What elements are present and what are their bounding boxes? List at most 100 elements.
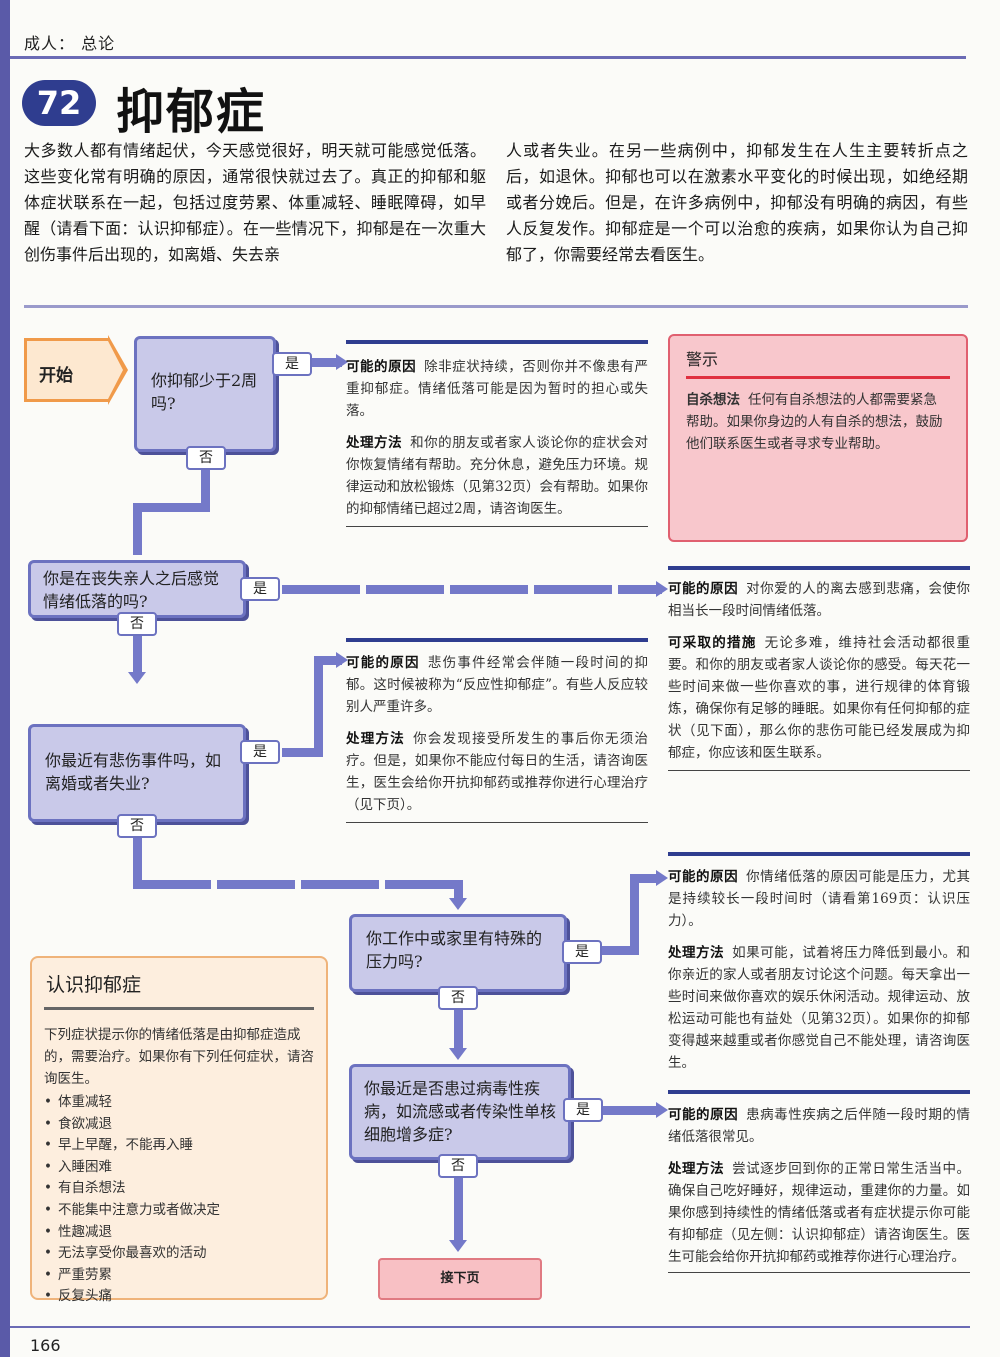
left-margin-bar bbox=[0, 0, 10, 1357]
section-divider bbox=[24, 305, 968, 308]
arrow-right-icon bbox=[336, 652, 348, 668]
intro-paragraph-left: 大多数人都有情绪起伏，今天感觉很好，明天就可能感觉低落。这些变化常有明确的原因，… bbox=[24, 141, 486, 264]
connector bbox=[454, 880, 463, 900]
connector bbox=[454, 1178, 463, 1242]
cause-text: 你情绪低落的原因可能是压力，尤其是持续较长一段时间时（请看第169页：认识压力）… bbox=[668, 869, 970, 929]
connector bbox=[630, 874, 658, 883]
action-label: 处理方法 bbox=[668, 1161, 725, 1177]
cause-label: 可能的原因 bbox=[346, 359, 417, 375]
connector bbox=[282, 748, 322, 757]
answer-2: 可能的原因对你爱的人的离去感到悲痛，会使你相当长一段时间情绪低落。 可采取的措施… bbox=[668, 566, 970, 771]
dashed-connector bbox=[282, 585, 662, 594]
cause-text: 对你爱的人的离去感到悲痛，会使你相当长一段时间情绪低落。 bbox=[668, 581, 970, 619]
question-4-text: 你工作中或家里有特殊的压力吗? bbox=[366, 929, 543, 971]
list-item: 入睡困难 bbox=[44, 1157, 314, 1179]
question-1-text: 你抑郁少于2周吗? bbox=[151, 371, 258, 413]
action-text: 和你的朋友或者家人谈论你的症状会对你恢复情绪有帮助。充分休息，避免压力环境。规律… bbox=[346, 435, 649, 517]
list-item: 严重劳累 bbox=[44, 1265, 314, 1287]
action-text: 你会发现接受所发生的事后你无须治疗。但是，如果你不能应付每日的生活，请咨询医生，… bbox=[346, 731, 649, 813]
list-item: 早上早醒，不能再入睡 bbox=[44, 1135, 314, 1157]
yes-label: 是 bbox=[562, 940, 602, 964]
arrow-right-icon bbox=[656, 581, 668, 597]
cause-text: 除非症状持续，否则你并不像患有严重抑郁症。情绪低落可能是因为暂时的担心或失落。 bbox=[346, 359, 648, 419]
connector bbox=[306, 358, 342, 367]
connector bbox=[133, 838, 142, 884]
yes-label: 是 bbox=[563, 1098, 603, 1122]
connector bbox=[201, 468, 210, 506]
answer-5: 可能的原因患病毒性疾病之后伴随一段时期的情绪低落很常见。 处理方法尝试逐步回到你… bbox=[668, 1090, 970, 1273]
question-2: 你是在丧失亲人之后感觉情绪低落的吗? bbox=[28, 560, 246, 618]
start-arrow-fill bbox=[108, 341, 123, 399]
footer-rule bbox=[10, 1326, 970, 1328]
arrow-right-icon bbox=[656, 870, 668, 886]
next-page-box: 接下页 bbox=[378, 1258, 542, 1300]
connector bbox=[133, 503, 210, 512]
list-item: 不能集中注意力或者做决定 bbox=[44, 1200, 314, 1222]
question-3-text: 你最近有悲伤事件吗，如离婚或者失业? bbox=[45, 751, 222, 793]
question-5-text: 你最近是否患过病毒性疾病，如流感或者传染性单核细胞增多症? bbox=[364, 1079, 557, 1144]
arrow-down-icon bbox=[449, 898, 467, 910]
arrow-down-icon bbox=[449, 1240, 467, 1252]
connector bbox=[314, 660, 323, 757]
action-label: 处理方法 bbox=[346, 731, 406, 747]
header-rule bbox=[10, 56, 966, 59]
start-marker: 开始 bbox=[24, 338, 110, 402]
warning-label: 自杀想法 bbox=[686, 392, 740, 408]
question-4: 你工作中或家里有特殊的压力吗? bbox=[349, 914, 567, 992]
connector bbox=[630, 878, 639, 955]
yes-label: 是 bbox=[240, 577, 280, 601]
cause-label: 可能的原因 bbox=[346, 655, 420, 671]
list-item: 反复头痛 bbox=[44, 1286, 314, 1308]
warning-box: 警示 自杀想法任何有自杀想法的人都需要紧急帮助。如果你身边的人有自杀的想法，鼓励… bbox=[668, 334, 968, 542]
recognize-title: 认识抑郁症 bbox=[44, 966, 314, 1010]
section-header: 成人： 总论 bbox=[24, 34, 116, 53]
chapter-number-badge: 72 bbox=[22, 80, 96, 126]
action-label: 可采取的措施 bbox=[668, 635, 757, 651]
list-item: 无法享受你最喜欢的活动 bbox=[44, 1243, 314, 1265]
warning-body: 自杀想法任何有自杀想法的人都需要紧急帮助。如果你身边的人有自杀的想法，鼓励他们联… bbox=[686, 389, 950, 455]
yes-label: 是 bbox=[272, 352, 312, 376]
dashed-connector bbox=[133, 880, 455, 889]
question-5: 你最近是否患过病毒性疾病，如流感或者传染性单核细胞增多症? bbox=[349, 1064, 571, 1160]
no-label: 否 bbox=[117, 814, 157, 838]
recognize-depression-panel: 认识抑郁症 下列症状提示你的情绪低落是由抑郁症造成的，需要治疗。如果你有下列任何… bbox=[30, 956, 328, 1308]
arrow-down-icon bbox=[128, 672, 146, 684]
page-number: 166 bbox=[30, 1336, 61, 1355]
no-label: 否 bbox=[438, 1154, 478, 1178]
warning-text: 任何有自杀想法的人都需要紧急帮助。如果你身边的人有自杀的想法，鼓励他们联系医生或… bbox=[686, 392, 943, 452]
connector bbox=[133, 503, 142, 555]
connector bbox=[602, 1106, 658, 1115]
question-3: 你最近有悲伤事件吗，如离婚或者失业? bbox=[28, 724, 246, 822]
symptom-list: 体重减轻 食欲减退 早上早醒，不能再入睡 入睡困难 有自杀想法 不能集中注意力或… bbox=[44, 1092, 314, 1308]
answer-1: 可能的原因除非症状持续，否则你并不像患有严重抑郁症。情绪低落可能是因为暂时的担心… bbox=[346, 340, 648, 527]
next-page-label: 接下页 bbox=[440, 1271, 480, 1286]
arrow-down-icon bbox=[449, 1048, 467, 1060]
cause-text: 悲伤事件经常会伴随一段时间的抑郁。这时候被称为“反应性抑郁症”。有些人反应较别人… bbox=[346, 655, 649, 715]
recognize-intro: 下列症状提示你的情绪低落是由抑郁症造成的，需要治疗。如果你有下列任何症状，请咨询… bbox=[44, 1027, 314, 1087]
cause-text: 患病毒性疾病之后伴随一段时期的情绪低落很常见。 bbox=[668, 1107, 970, 1145]
start-label: 开始 bbox=[39, 366, 73, 386]
connector bbox=[454, 1010, 463, 1050]
question-2-text: 你是在丧失亲人之后感觉情绪低落的吗? bbox=[43, 569, 220, 611]
yes-label: 是 bbox=[240, 740, 280, 764]
connector bbox=[314, 656, 342, 665]
list-item: 性趣减退 bbox=[44, 1222, 314, 1244]
answer-4: 可能的原因你情绪低落的原因可能是压力，尤其是持续较长一段时间时（请看第169页：… bbox=[668, 852, 970, 1074]
connector bbox=[602, 946, 638, 955]
action-text: 尝试逐步回到你的正常日常生活当中。确保自己吃好睡好，规律运动，重建你的力量。如果… bbox=[668, 1161, 971, 1265]
intro-paragraph-right: 人或者失业。在另一些病例中，抑郁发生在人生主要转折点之后，如退休。抑郁也可以在激… bbox=[506, 141, 968, 264]
list-item: 体重减轻 bbox=[44, 1092, 314, 1114]
action-label: 处理方法 bbox=[668, 945, 725, 961]
no-label: 否 bbox=[186, 446, 226, 470]
arrow-right-icon bbox=[336, 354, 348, 370]
cause-label: 可能的原因 bbox=[668, 581, 739, 597]
list-item: 有自杀想法 bbox=[44, 1178, 314, 1200]
answer-3: 可能的原因悲伤事件经常会伴随一段时间的抑郁。这时候被称为“反应性抑郁症”。有些人… bbox=[346, 638, 648, 823]
no-label: 否 bbox=[438, 986, 478, 1010]
action-text: 如果可能，试着将压力降低到最小。和你亲近的家人或者朋友讨论这个问题。每天拿出一些… bbox=[668, 945, 971, 1071]
warning-title: 警示 bbox=[686, 346, 950, 379]
cause-label: 可能的原因 bbox=[668, 1107, 739, 1123]
no-label: 否 bbox=[117, 612, 157, 636]
cause-label: 可能的原因 bbox=[668, 869, 739, 885]
question-1: 你抑郁少于2周吗? bbox=[134, 336, 276, 452]
